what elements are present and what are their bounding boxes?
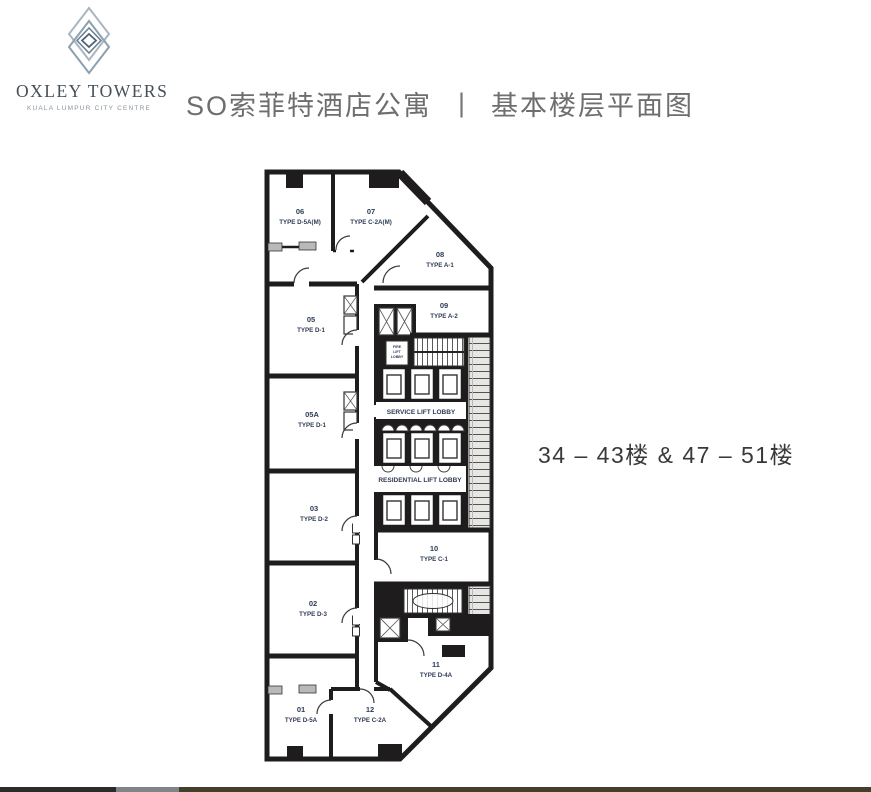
logo: OXLEY TOWERS KUALA LUMPUR CITY CENTRE — [16, 6, 169, 112]
service-lift-lobby — [376, 402, 466, 419]
title-project: SO索菲特酒店公寓 — [186, 91, 433, 121]
louvre-strip-lower — [468, 585, 491, 617]
unit-01-number: 01 — [297, 705, 305, 714]
lobby-labels: SERVICE LIFT LOBBY RESIDENTIAL LIFT LOBB… — [378, 345, 462, 484]
unit-03-type: TYPE D-2 — [300, 516, 328, 523]
unit-07-type: TYPE C-2A(M) — [350, 219, 392, 226]
footer-segment-dark — [0, 787, 116, 792]
unit-10-type: TYPE C-1 — [420, 556, 448, 563]
louvre-strip-upper — [468, 336, 491, 529]
service-lifts — [380, 366, 464, 402]
title-separator: | — [458, 88, 468, 118]
service-lift-lobby-label: SERVICE LIFT LOBBY — [387, 409, 456, 416]
lift-core — [371, 304, 468, 531]
unit-09-number: 09 — [440, 301, 448, 310]
residential-lifts-lower — [380, 492, 464, 528]
footer-segment-olive — [179, 787, 871, 792]
fire-lift-lobby — [385, 340, 409, 366]
lift-door-arcs — [381, 424, 465, 432]
fire-lobby-label-line3: LOBBY — [391, 355, 404, 359]
unit-12-number: 12 — [366, 705, 374, 714]
residential-lift-lobby-label: RESIDENTIAL LIFT LOBBY — [378, 477, 462, 484]
unit-11-number: 11 — [432, 660, 440, 669]
unit-07-number: 07 — [367, 207, 375, 216]
unit-11-type: TYPE D-4A — [420, 672, 453, 679]
lobby-door-arcs — [381, 465, 451, 473]
facade-tabs — [286, 172, 402, 759]
page-title: SO索菲特酒店公寓 | 基本楼层平面图 — [186, 84, 694, 123]
unit-06-type: TYPE D-5A(M) — [279, 219, 321, 226]
floor-range-label: 34 – 43楼 & 47 – 51楼 — [538, 442, 795, 468]
footer-bar — [0, 787, 871, 792]
unit-05-type: TYPE D-1 — [297, 327, 325, 334]
ac-ledge — [442, 645, 465, 657]
unit-02-number: 02 — [309, 599, 317, 608]
title-page: 基本楼层平面图 — [491, 91, 695, 121]
footer-segment-gray — [116, 787, 179, 792]
unit-05a-type: TYPE D-1 — [298, 422, 326, 429]
unit-08-number: 08 — [436, 250, 444, 259]
unit-10-number: 10 — [430, 544, 438, 553]
doors — [293, 235, 425, 715]
logo-tagline: KUALA LUMPUR CITY CENTRE — [26, 105, 152, 112]
fire-lobby-label-line1: FIRE — [393, 345, 402, 349]
unit-06-number: 06 — [296, 207, 304, 216]
residential-lifts-upper — [380, 430, 464, 466]
lower-core — [374, 586, 490, 657]
unit-08-type: TYPE A-1 — [426, 262, 454, 269]
floor-plan: 06 TYPE D-5A(M) 07 TYPE C-2A(M) 08 TYPE … — [264, 169, 494, 762]
unit-09-type: TYPE A-2 — [430, 313, 458, 320]
unit-01-type: TYPE D-5A — [285, 717, 318, 724]
unit-05a-number: 05A — [305, 410, 319, 419]
diamond-lattice-icon — [67, 6, 111, 75]
unit-05-number: 05 — [307, 315, 315, 324]
unit-03-number: 03 — [310, 504, 318, 513]
logo-name: OXLEY TOWERS — [16, 81, 169, 101]
staircase-upper — [410, 333, 468, 371]
unit-02-type: TYPE D-3 — [299, 611, 327, 618]
fire-lobby-label-line2: LIFT — [393, 350, 401, 354]
unit-labels: 06 TYPE D-5A(M) 07 TYPE C-2A(M) 08 TYPE … — [279, 207, 458, 724]
unit-12-type: TYPE C-2A — [354, 717, 387, 724]
